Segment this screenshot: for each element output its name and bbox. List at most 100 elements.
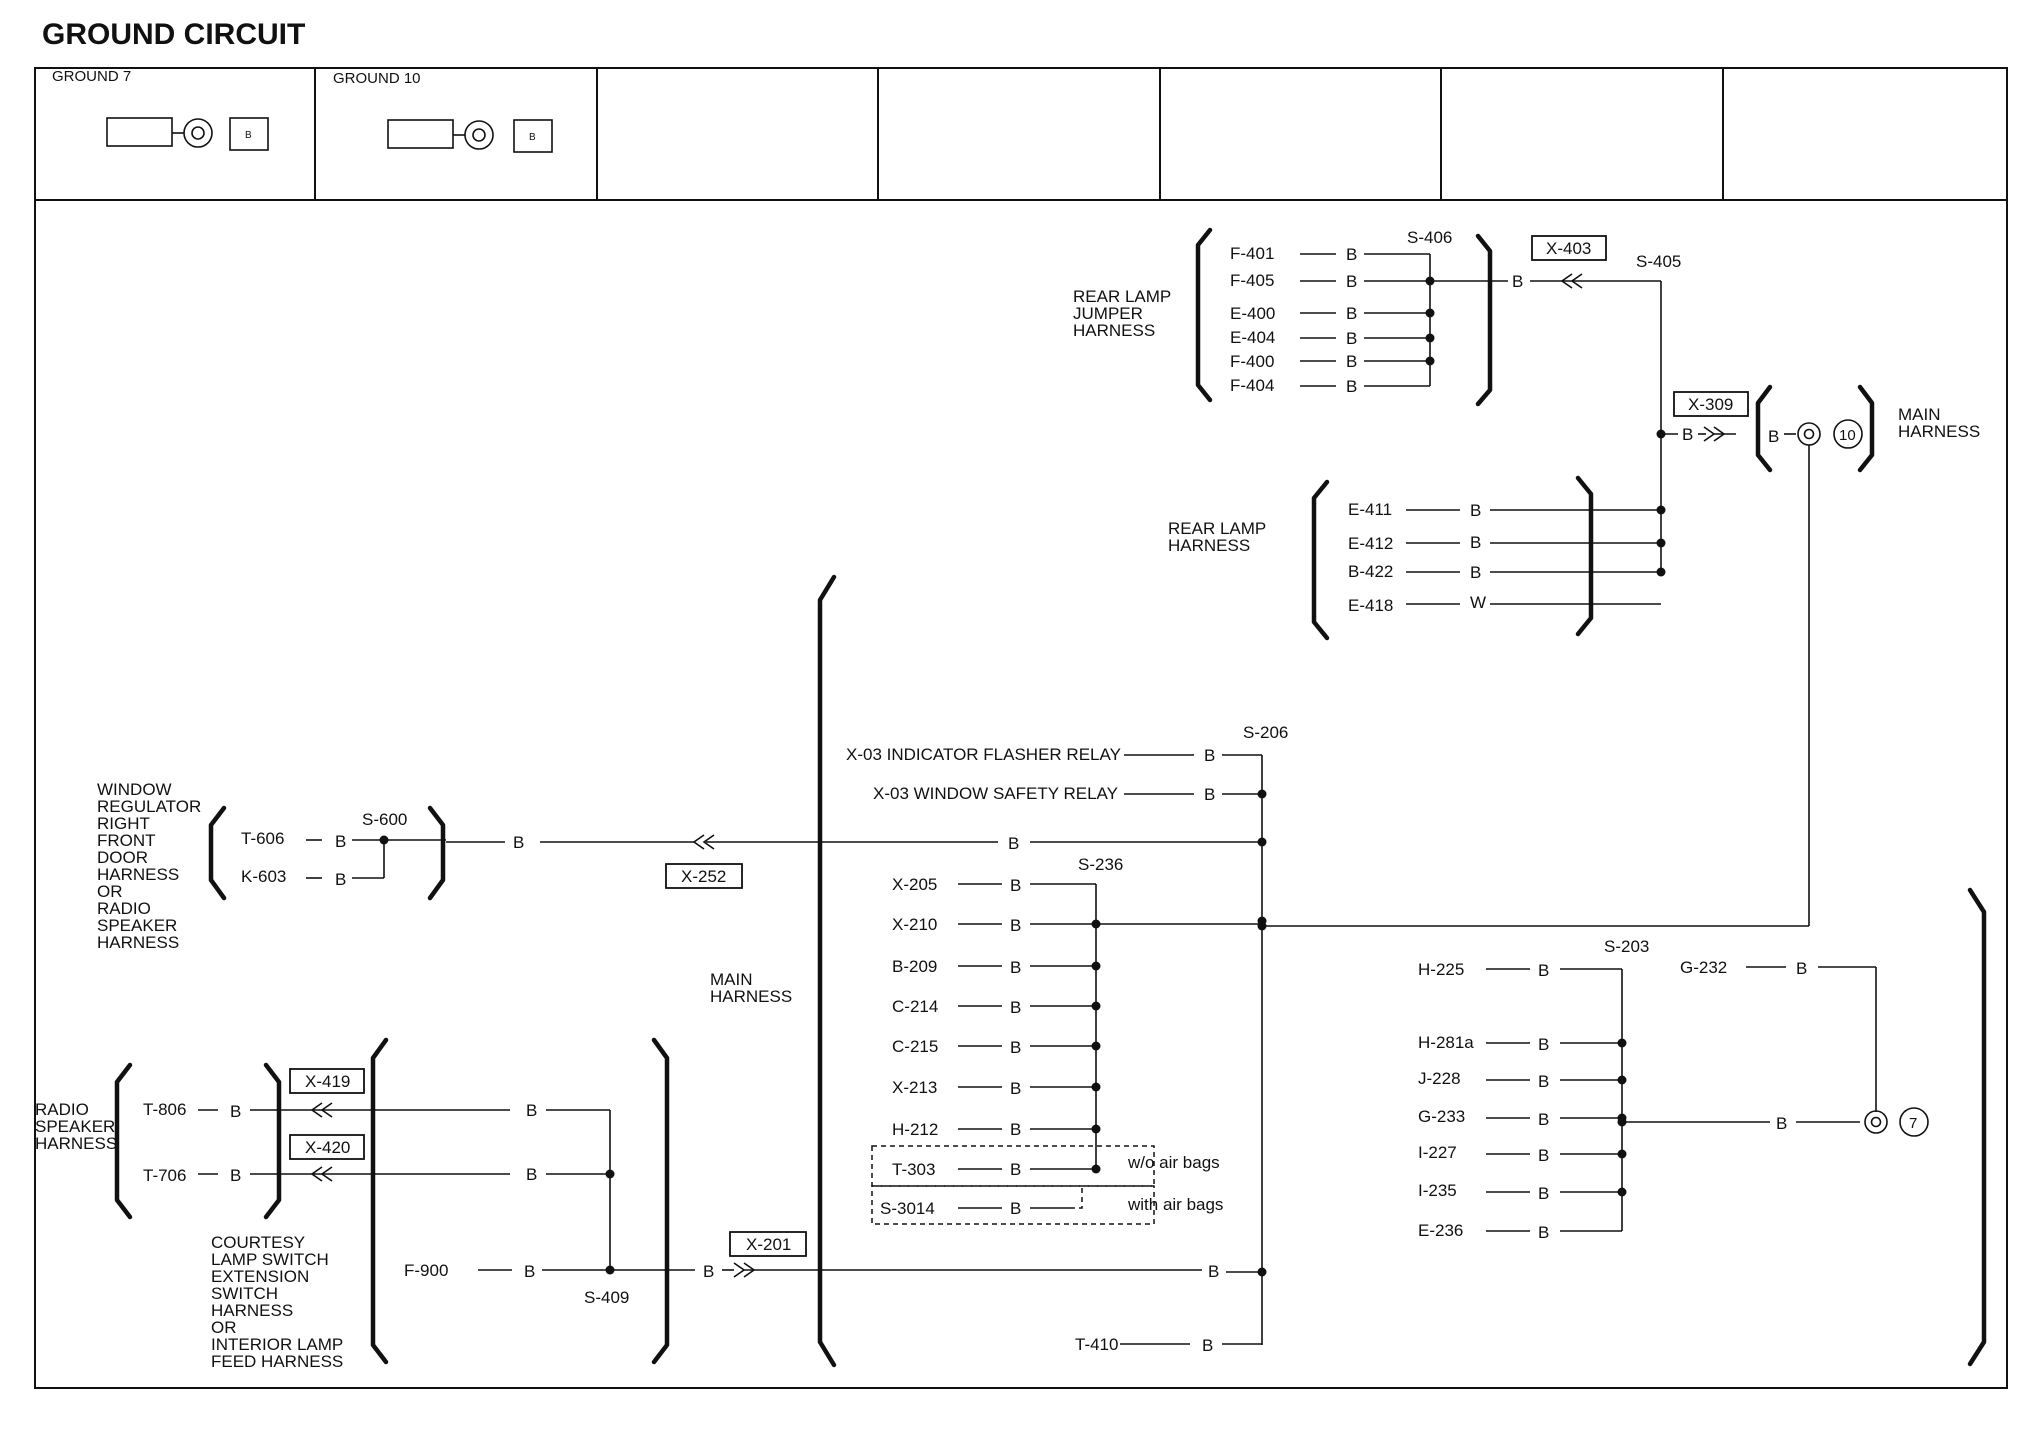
diagram-label: B bbox=[1010, 1038, 1021, 1057]
window-regulator-harness: WINDOW REGULATOR RIGHT FRONT DOOR HARNES… bbox=[97, 780, 446, 952]
splice-s406: S-406 bbox=[1407, 228, 1452, 247]
diagram-label: B bbox=[1682, 425, 1693, 444]
legend-ground-7: GROUND 7 B bbox=[52, 68, 269, 151]
splice-s206: S-206 bbox=[1243, 723, 1288, 742]
diagram-label: B bbox=[1346, 245, 1357, 264]
diagram-label: E-412 bbox=[1348, 534, 1393, 553]
diagram-label: B bbox=[1346, 377, 1357, 396]
splice-s600: S-600 bbox=[362, 810, 407, 829]
diagram-label: B bbox=[1470, 501, 1481, 520]
diagram-label: F-401 bbox=[1230, 244, 1274, 263]
note-with-airbags: with air bags bbox=[1127, 1195, 1223, 1214]
diagram-label: B bbox=[1208, 1262, 1219, 1281]
diagram-label: T-706 bbox=[143, 1166, 186, 1185]
diagram-label: B bbox=[1538, 1110, 1549, 1129]
legend-ground-10-wire: B bbox=[529, 132, 536, 143]
diagram-label: C-214 bbox=[892, 997, 938, 1016]
legend-ground-7-wire: B bbox=[245, 130, 252, 141]
diagram-label: B bbox=[1796, 959, 1807, 978]
ground-10-connection: B X-309 B 10 MAIN HARNESS bbox=[1661, 384, 1980, 926]
diagram-label: HARNESS bbox=[1073, 321, 1155, 340]
diagram-label: B bbox=[1204, 785, 1215, 804]
diagram-label: I-235 bbox=[1418, 1181, 1457, 1200]
splice-s206-group: S-206 X-03 INDICATOR FLASHER RELAY X-03 … bbox=[846, 723, 1288, 1355]
splice-s405: S-405 bbox=[1636, 252, 1681, 271]
diagram-label: HARNESS bbox=[1168, 536, 1250, 555]
diagram-label: FRONT bbox=[97, 831, 156, 850]
diagram-label: REGULATOR bbox=[97, 797, 201, 816]
diagram-label: X-210 bbox=[892, 915, 937, 934]
diagram-label: RADIO bbox=[97, 899, 151, 918]
diagram-label: REAR LAMP bbox=[1073, 287, 1171, 306]
connector-x309: X-309 bbox=[1688, 395, 1733, 414]
diagram-label: E-411 bbox=[1348, 500, 1392, 519]
diagram-label: SPEAKER bbox=[97, 916, 177, 935]
courtesy-lamp-harness: COURTESY LAMP SWITCH EXTENSION SWITCH HA… bbox=[211, 1037, 1262, 1371]
diagram-label: B bbox=[1010, 958, 1021, 977]
diagram-label: DOOR bbox=[97, 848, 148, 867]
diagram-label: B bbox=[1538, 1146, 1549, 1165]
diagram-label: B bbox=[1470, 563, 1481, 582]
ground-10-number: 10 bbox=[1839, 427, 1856, 444]
page-title: GROUND CIRCUIT bbox=[42, 18, 305, 51]
connector-x403: X-403 bbox=[1546, 239, 1591, 258]
diagram-label: MAIN bbox=[1898, 405, 1941, 424]
diagram-label: B bbox=[1538, 1035, 1549, 1054]
diagram-label: H-281a bbox=[1418, 1033, 1474, 1052]
diagram-label: B bbox=[1010, 876, 1021, 895]
rear-lamp-jumper-harness: REAR LAMP JUMPER HARNESS F-401 F-405 E-4… bbox=[1073, 227, 1493, 407]
diagram-label: EXTENSION bbox=[211, 1267, 309, 1286]
diagram-label: B bbox=[335, 870, 346, 889]
diagram-label: B bbox=[1470, 533, 1481, 552]
diagram-label: B bbox=[1010, 1160, 1021, 1179]
diagram-label: S-3014 bbox=[880, 1199, 935, 1218]
diagram-label: I-227 bbox=[1418, 1143, 1457, 1162]
diagram-label: E-236 bbox=[1418, 1221, 1463, 1240]
diagram-label: K-603 bbox=[241, 867, 286, 886]
diagram-label: X-205 bbox=[892, 875, 937, 894]
diagram-label: F-405 bbox=[1230, 271, 1274, 290]
diagram-label: REAR LAMP bbox=[1168, 519, 1266, 538]
diagram-label: B bbox=[1768, 427, 1779, 446]
diagram-label: B bbox=[230, 1166, 241, 1185]
diagram-label: B bbox=[513, 833, 524, 852]
diagram-label: B bbox=[524, 1262, 535, 1281]
diagram-label: W bbox=[1470, 593, 1486, 612]
diagram-label: H-225 bbox=[1418, 960, 1464, 979]
diagram-label: MAIN bbox=[710, 970, 753, 989]
diagram-label: G-233 bbox=[1418, 1107, 1465, 1126]
diagram-label: B bbox=[1346, 329, 1357, 348]
diagram-label: X-213 bbox=[892, 1078, 937, 1097]
diagram-label: INTERIOR LAMP bbox=[211, 1335, 343, 1354]
diagram-label: FEED HARNESS bbox=[211, 1352, 343, 1371]
legend-ground-10: GROUND 10 B bbox=[333, 70, 553, 153]
diagram-frame bbox=[34, 67, 2008, 1389]
diagram-label: B bbox=[526, 1165, 537, 1184]
diagram-label: B bbox=[1010, 998, 1021, 1017]
diagram-label: B bbox=[1776, 1114, 1787, 1133]
diagram-label: HARNESS bbox=[35, 1134, 117, 1153]
connector-x403-path: B X-403 S-405 bbox=[1430, 235, 1681, 570]
diagram-label: WINDOW bbox=[97, 780, 172, 799]
diagram-label: B bbox=[1346, 304, 1357, 323]
diagram-label: B bbox=[1010, 1079, 1021, 1098]
diagram-label: COURTESY bbox=[211, 1233, 305, 1252]
connector-x420: X-420 bbox=[305, 1138, 350, 1157]
diagram-label: HARNESS bbox=[97, 865, 179, 884]
splice-s236-group: S-236 X-205 X-210 B-209 C-214 C-215 X-21… bbox=[871, 855, 1262, 1225]
diagram-label: LAMP SWITCH bbox=[211, 1250, 329, 1269]
diagram-label: HARNESS bbox=[710, 987, 792, 1006]
splice-s236: S-236 bbox=[1078, 855, 1123, 874]
diagram-label: B bbox=[1538, 1184, 1549, 1203]
ground-7-number: 7 bbox=[1909, 1115, 1917, 1132]
diagram-label: B bbox=[1202, 1336, 1213, 1355]
diagram-label: B bbox=[1538, 1223, 1549, 1242]
radio-speaker-harness: RADIO SPEAKER HARNESS T-806 T-706 B B X-… bbox=[35, 1062, 615, 1270]
splice-s203: S-203 bbox=[1604, 937, 1649, 956]
diagram-label: RADIO bbox=[35, 1100, 89, 1119]
diagram-label: E-400 bbox=[1230, 304, 1275, 323]
connector-x252: X-252 bbox=[681, 867, 726, 886]
diagram-label: B bbox=[1512, 272, 1523, 291]
connector-x419: X-419 bbox=[305, 1072, 350, 1091]
